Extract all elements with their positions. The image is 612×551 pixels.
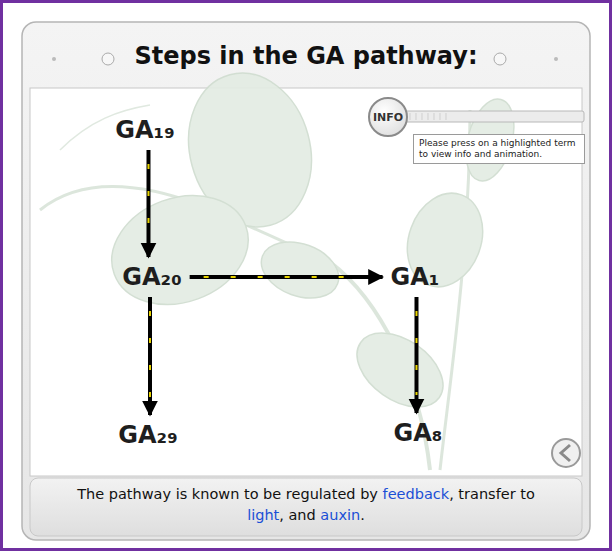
node-text: Please press on a highlighted term to vi… <box>419 138 579 161</box>
arrow-stripe <box>415 297 417 395</box>
title: Steps in the GA pathway: <box>0 42 612 70</box>
info-tooltip: Please press on a highlighted term to vi… <box>413 134 585 165</box>
info-button: INFO <box>368 97 408 137</box>
node-text: GA₂₉ <box>118 421 177 449</box>
arrow-group <box>416 297 417 413</box>
title-ornament <box>102 53 114 65</box>
arrow-stripe <box>149 297 151 397</box>
hormone-label: GA₁ <box>387 261 444 293</box>
arrow-group <box>148 150 149 257</box>
panel <box>22 22 590 540</box>
hormone-label: GA₁₉ <box>111 114 178 146</box>
back-button <box>552 439 580 467</box>
node-text: GA₈ <box>394 419 443 447</box>
arrow-group <box>149 297 150 415</box>
pathway-arrow <box>146 150 150 257</box>
pathway-arrow <box>148 297 152 415</box>
hormone-label: GA₂₀ <box>118 261 185 293</box>
screw-dot <box>554 57 558 61</box>
screw-dot <box>52 57 56 61</box>
hormone-label: GA₂₉ <box>114 419 181 451</box>
pathway-arrow <box>190 275 383 279</box>
caption-bar <box>30 478 582 536</box>
node-text: GA₁ <box>391 263 440 291</box>
caption: The pathway is known to be regulated by … <box>70 484 542 526</box>
hormone-label: GA₈ <box>390 417 447 449</box>
node-text: GA₂₀ <box>122 263 181 291</box>
node-text: GA₁₉ <box>115 116 174 144</box>
title-ornament <box>494 53 506 65</box>
info-slider <box>404 111 584 122</box>
node-text: INFO <box>373 111 403 124</box>
arrow-stripe <box>147 150 149 239</box>
arrow-group <box>190 277 383 278</box>
arrow-stripe <box>190 276 365 278</box>
pathway-arrow <box>414 297 418 413</box>
